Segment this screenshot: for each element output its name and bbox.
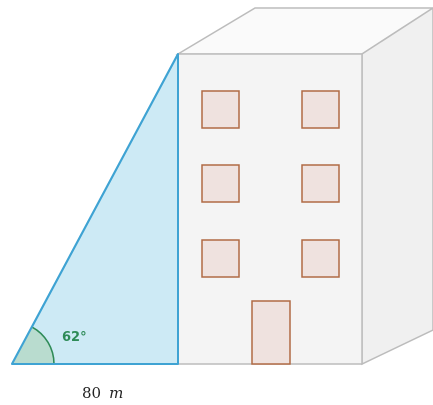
window bbox=[301, 164, 340, 203]
window bbox=[301, 239, 340, 278]
triangle-hypotenuse bbox=[11, 53, 179, 365]
base-length-value: 80 bbox=[82, 384, 101, 402]
door bbox=[251, 300, 291, 365]
base-length-unit: m bbox=[109, 384, 123, 402]
window bbox=[201, 239, 240, 278]
window bbox=[201, 90, 240, 129]
base-length-label: 80 m bbox=[82, 384, 123, 402]
angle-label: 62° bbox=[62, 330, 87, 345]
window bbox=[201, 164, 240, 203]
angle-arc-outline bbox=[31, 326, 55, 365]
building-side-face bbox=[361, 7, 433, 366]
window bbox=[301, 90, 340, 129]
